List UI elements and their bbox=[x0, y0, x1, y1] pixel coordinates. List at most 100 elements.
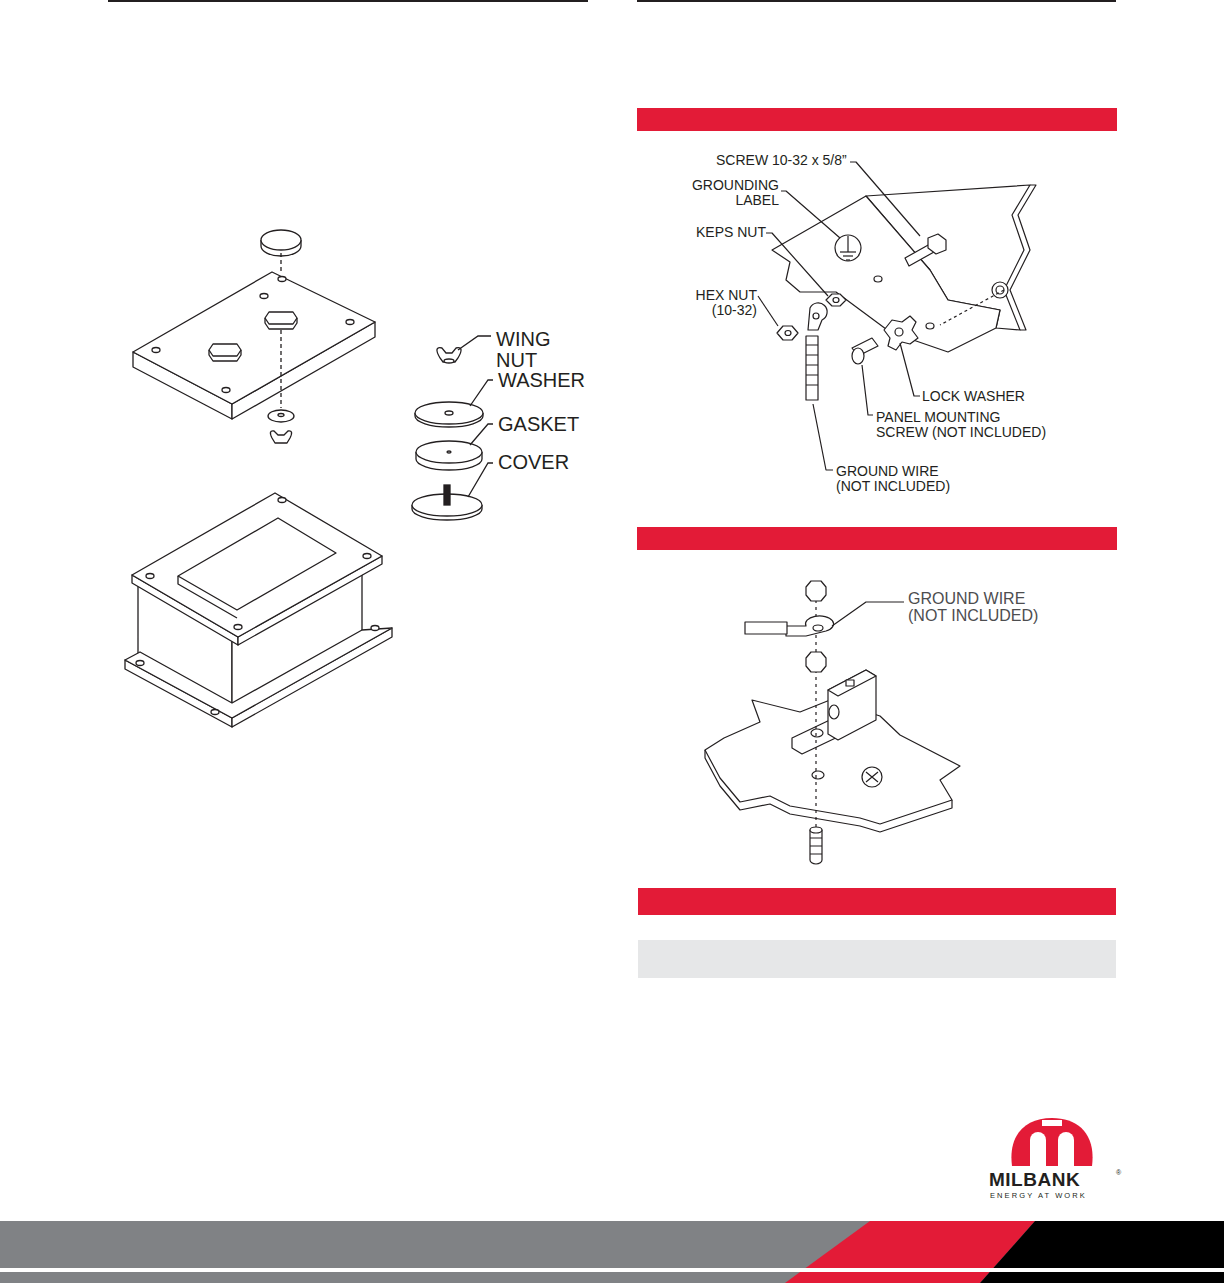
grounding-assembly-path bbox=[772, 196, 1000, 352]
brand-tagline: ENERGY AT WORK bbox=[990, 1192, 1124, 1200]
ground-lug-assembly-ellipse bbox=[813, 625, 823, 631]
enclosure-drawing-ellipse bbox=[278, 414, 284, 417]
grounding-assembly-ellipse bbox=[852, 348, 864, 364]
enclosure-drawing-ellipse bbox=[371, 626, 379, 631]
grounding-assembly-line bbox=[847, 236, 848, 252]
enclosure-drawing-ellipse bbox=[211, 710, 219, 715]
ground-lug-assembly-circle bbox=[862, 767, 882, 787]
enclosure-drawing-ellipse bbox=[278, 498, 286, 503]
grounding-assembly-path bbox=[808, 303, 827, 330]
part-label: HEX NUT (10-32) bbox=[682, 288, 757, 317]
hardware-stack-ellipse bbox=[447, 451, 451, 453]
footer-band-rect bbox=[0, 1268, 1224, 1272]
ground-lug-assembly-path bbox=[806, 652, 826, 672]
ground-lug-assembly-path bbox=[786, 616, 834, 636]
brand-name: MILBANK bbox=[989, 1170, 1121, 1190]
part-label: KEPS NUT bbox=[690, 225, 766, 240]
grounding-assembly-ellipse bbox=[874, 276, 882, 282]
footer-band-polygon bbox=[980, 1221, 1224, 1283]
part-label: SCREW 10-32 x 5/8” bbox=[716, 153, 876, 168]
hardware-stack-ellipse bbox=[415, 402, 483, 424]
hardware-stack bbox=[412, 336, 493, 520]
grounding-assembly-line bbox=[840, 251, 856, 252]
grounding-assembly-g-polyline bbox=[900, 343, 920, 396]
page-rules-rect bbox=[637, 527, 1117, 550]
grounding-assembly-g-polyline bbox=[813, 404, 833, 470]
grounding-assembly-circle bbox=[835, 235, 861, 261]
grounding-assembly-path bbox=[928, 234, 946, 254]
part-label: COVER bbox=[498, 452, 598, 473]
enclosure-drawing-polygon bbox=[178, 518, 336, 610]
part-label: WASHER bbox=[498, 370, 598, 391]
part-label: LOCK WASHER bbox=[922, 389, 1042, 404]
grounding-assembly-path bbox=[806, 345, 818, 385]
ground-lug-assembly-path bbox=[705, 700, 960, 824]
ground-lug-assembly-path bbox=[705, 750, 952, 832]
grounding-assembly-g-polyline bbox=[850, 162, 920, 236]
hardware-stack-g-polyline bbox=[470, 424, 493, 445]
ground-lug-assembly-rect bbox=[846, 680, 854, 686]
milbank-logo-mark-path bbox=[1042, 1120, 1062, 1126]
page-rules-rect bbox=[638, 940, 1116, 978]
ground-lug-assembly-ellipse bbox=[812, 771, 824, 779]
ground-lug-assembly-polyline bbox=[832, 602, 904, 626]
grounding-assembly-path bbox=[777, 326, 798, 340]
part-label: GROUNDING LABEL bbox=[682, 178, 779, 207]
milbank-logo-mark bbox=[1011, 1118, 1092, 1166]
part-label: GROUND WIRE (NOT INCLUDED) bbox=[908, 591, 1058, 625]
hardware-stack-g-polyline bbox=[468, 463, 493, 497]
enclosure-drawing-path bbox=[209, 344, 241, 356]
grounding-assembly-line bbox=[940, 290, 1004, 325]
grounding-assembly-g-polyline bbox=[758, 296, 778, 326]
page-rules-rect bbox=[108, 0, 588, 2]
part-label: GASKET bbox=[498, 414, 598, 435]
enclosure-drawing-ellipse bbox=[346, 320, 354, 325]
grounding-assembly-ellipse bbox=[926, 323, 934, 329]
enclosure-drawing-ellipse bbox=[234, 625, 242, 630]
ground-lug-assembly-path bbox=[745, 622, 787, 634]
ground-lug-assembly-ellipse bbox=[810, 827, 822, 833]
hardware-stack-g-polyline bbox=[458, 336, 491, 350]
hardware-stack-path bbox=[437, 348, 461, 362]
page-rules-rect bbox=[637, 108, 1117, 131]
grounding-assembly-g-polyline bbox=[862, 365, 873, 415]
milbank-logo-mark-path bbox=[1011, 1118, 1092, 1166]
ground-lug-assembly-ellipse bbox=[829, 705, 839, 719]
enclosure-drawing-ellipse bbox=[268, 410, 294, 422]
part-label: PANEL MOUNTING SCREW (NOT INCLUDED) bbox=[876, 410, 1052, 439]
part-label: WING NUT bbox=[496, 329, 596, 371]
ground-lug-assembly-ellipse bbox=[811, 729, 823, 737]
grounding-assembly-ellipse bbox=[785, 331, 791, 336]
hardware-stack-ellipse bbox=[445, 411, 453, 415]
enclosure-drawing-ellipse bbox=[261, 230, 301, 250]
enclosure-drawing-ellipse bbox=[222, 388, 230, 393]
trademark-mark: ® bbox=[1116, 1169, 1126, 1176]
enclosure-drawing-ellipse bbox=[260, 294, 268, 299]
enclosure-drawing-line bbox=[280, 330, 281, 408]
enclosure-drawing-polyline bbox=[178, 576, 237, 618]
enclosure-drawing-ellipse bbox=[136, 661, 144, 666]
enclosure-drawing-ellipse bbox=[278, 277, 286, 282]
grounding-assembly-path bbox=[826, 294, 846, 306]
grounding-assembly-line bbox=[843, 255, 853, 256]
grounding-assembly-path bbox=[992, 282, 1008, 298]
ground-lug-assembly-path bbox=[866, 772, 878, 782]
milbank-logo-mark-path bbox=[1058, 1132, 1074, 1166]
page-rules-rect bbox=[638, 888, 1116, 915]
enclosure-drawing-path bbox=[270, 431, 291, 443]
grounding-assembly-g-polyline bbox=[781, 191, 840, 238]
enclosure-drawing-path bbox=[265, 312, 297, 324]
enclosure-drawing-polygon bbox=[232, 628, 392, 727]
grounding-assembly-circle bbox=[813, 313, 819, 319]
page-rules bbox=[108, 0, 1117, 978]
ground-lug-assembly-path bbox=[810, 838, 822, 854]
enclosure-drawing-path bbox=[265, 318, 297, 329]
hardware-stack-ellipse bbox=[444, 359, 454, 363]
enclosure-drawing-polygon bbox=[132, 493, 382, 637]
ground-lug-assembly-path bbox=[828, 670, 876, 696]
milbank-logo-mark-path bbox=[1030, 1132, 1046, 1166]
hardware-stack-g bbox=[458, 336, 493, 497]
enclosure-drawing-path bbox=[209, 350, 241, 361]
ground-lug-assembly-line bbox=[815, 600, 816, 866]
